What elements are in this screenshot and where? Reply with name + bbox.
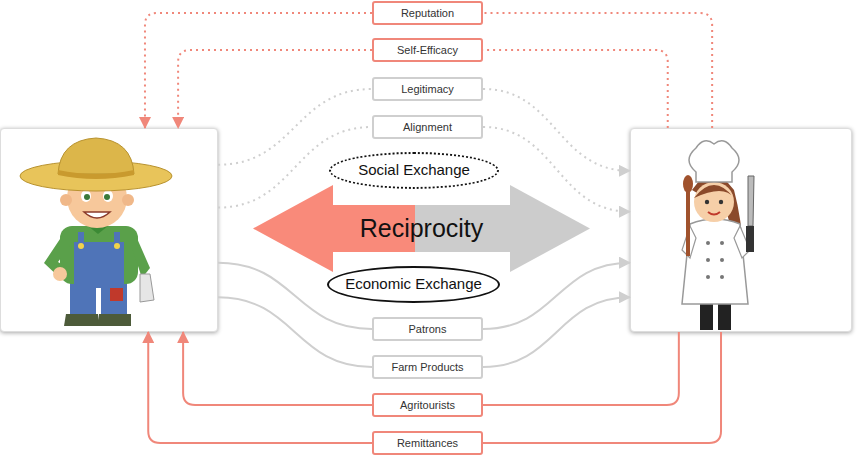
node-text: Reputation <box>401 7 454 19</box>
flow-connector <box>483 332 679 405</box>
flow-connector <box>218 263 372 329</box>
label-box: Self-Efficacy <box>372 38 483 62</box>
node-text: Legitimacy <box>401 83 454 95</box>
flow-connector <box>483 89 630 171</box>
label-box: Patrons <box>372 317 483 341</box>
label-box: Remittances <box>372 431 483 455</box>
node-text: Economic Exchange <box>345 276 482 293</box>
label-box: Farm Products <box>372 355 483 379</box>
flow-connector <box>483 50 668 128</box>
exchange-ellipse: Economic Exchange <box>327 266 500 303</box>
flow-connector <box>483 332 721 443</box>
flow-connector <box>483 297 630 367</box>
flow-connector <box>218 297 372 367</box>
flow-connector <box>218 127 372 208</box>
label-box: Agritourists <box>372 393 483 417</box>
flow-connector <box>483 127 630 212</box>
flow-connector <box>183 332 372 405</box>
node-text: Agritourists <box>400 399 455 411</box>
flow-connector <box>148 332 372 443</box>
node-text: Social Exchange <box>358 162 470 179</box>
flow-connector <box>145 13 372 128</box>
double-arrow: Reciprocity <box>253 185 590 272</box>
node-text: Remittances <box>397 437 458 449</box>
node-text: Reciprocity <box>360 215 484 243</box>
node-text: Alignment <box>403 121 452 133</box>
label-box: Legitimacy <box>372 77 483 101</box>
flow-connector <box>483 13 712 128</box>
flow-connector <box>483 263 630 329</box>
label-box: Reputation <box>372 1 483 25</box>
label-box: Alignment <box>372 115 483 139</box>
flow-connector <box>178 50 372 128</box>
node-text: Farm Products <box>391 361 463 373</box>
double-arrow-fill <box>253 185 590 272</box>
exchange-ellipse: Social Exchange <box>329 152 499 189</box>
farmer-box <box>0 128 218 332</box>
flow-connector <box>218 89 372 165</box>
chef-box <box>630 128 852 332</box>
node-text: Patrons <box>409 323 447 335</box>
node-text: Self-Efficacy <box>397 44 458 56</box>
